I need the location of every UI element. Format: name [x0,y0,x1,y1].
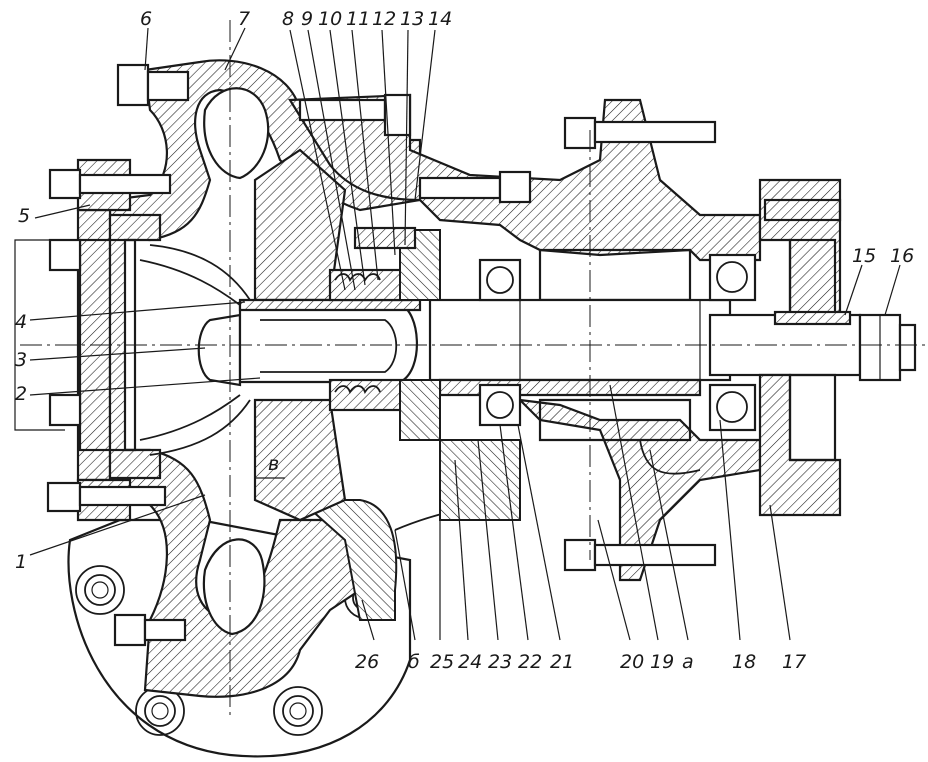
bolt [48,238,82,272]
label-3: 3 [15,349,27,371]
leader-lines [29,27,901,641]
label-2: 2 [15,383,27,405]
label-19: 19 [650,651,674,673]
mechanical-seal [328,226,441,441]
label-11: 11 [346,8,370,30]
bolt [113,613,187,647]
label-6-top: 6 [140,8,152,30]
end-nut [773,310,917,382]
label-7: 7 [238,8,250,30]
flange-bolt [75,565,125,615]
label-18: 18 [732,651,756,673]
label-21: 21 [550,651,574,673]
label-24: 24 [458,651,482,673]
label-a-cyr: а [682,651,694,673]
bolt [563,116,717,150]
bolt [48,168,172,200]
bearing-right [708,253,757,432]
bolt [298,93,412,137]
impeller [139,148,347,522]
bolt [48,393,82,427]
bolt [46,481,167,513]
label-26: 26 [355,651,379,673]
center-lines [20,20,925,720]
shaft-nut [197,298,422,387]
label-1: 1 [15,551,27,573]
label-5: 5 [18,205,30,227]
bolt [563,538,717,572]
label-15: 15 [852,245,876,267]
label-23: 23 [488,651,512,673]
flange-bolt [273,686,323,736]
label-gap-v-cyr: в [268,453,279,475]
label-20: 20 [620,651,644,673]
label-12: 12 [372,8,396,30]
label-14: 14 [428,8,452,30]
suction-cover [76,158,162,522]
label-13: 13 [400,8,424,30]
bolt [418,170,532,204]
label-9: 9 [301,8,313,30]
label-10: 10 [318,8,342,30]
label-22: 22 [518,651,542,673]
label-16: 16 [890,245,914,267]
label-17: 17 [782,651,806,673]
label-b-cyr: б [408,651,420,673]
label-4: 4 [15,311,27,333]
label-25: 25 [430,651,454,673]
bolt [116,63,190,107]
label-8: 8 [282,8,294,30]
